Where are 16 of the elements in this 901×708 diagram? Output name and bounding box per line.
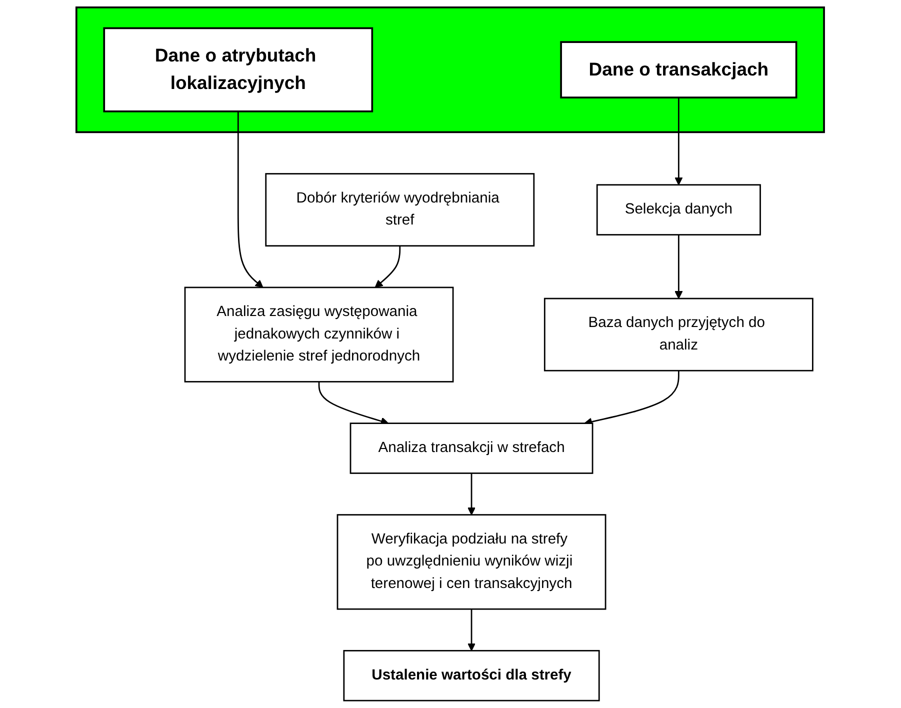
- arrow: [468, 609, 476, 652]
- cluster: [76, 6, 826, 134]
- node-box: Dane o atrybutach lokalizacyjnych: [103, 27, 374, 112]
- node-box: Dobór kryteriów wyodrębniania stref: [265, 173, 535, 247]
- node-box: Analiza zasięgu występowania jednakowych czynników i wydzielenie stref jednorodnych: [184, 286, 454, 382]
- node-box: Analiza transakcji w strefach: [350, 422, 594, 474]
- node-box: Weryfikacja podziału na strefy po uwzględnieniu wyników wizji terenowej i cen transakcyjnych: [337, 514, 606, 610]
- arrow: [468, 473, 476, 516]
- node-box: Dane o transakcjach: [560, 41, 798, 98]
- arrow: [674, 98, 684, 186]
- node-box: Baza danych przyjętych do analiz: [544, 298, 814, 372]
- arrow: [674, 234, 684, 299]
- arrow: [238, 111, 264, 288]
- node-box: Selekcja danych: [596, 184, 762, 236]
- arrow: [375, 246, 401, 288]
- node-box: Ustalenie wartości dla strefy: [344, 650, 600, 702]
